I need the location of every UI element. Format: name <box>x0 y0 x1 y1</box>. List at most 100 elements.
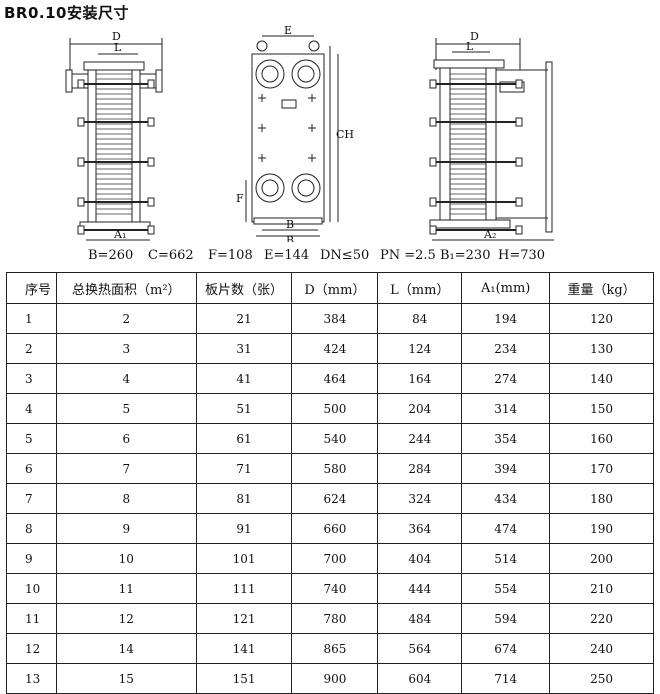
table-cell: 84 <box>377 303 463 334</box>
col-header: 重量（kg） <box>549 272 654 304</box>
param-b1: B₁=230 <box>440 248 491 263</box>
table-cell: 740 <box>291 573 379 604</box>
parameter-line: B=260 C=662 F=108 E=144 DN≤50 PN =2.5 B₁… <box>0 248 660 268</box>
table-cell: 120 <box>549 303 654 334</box>
table-cell: 3 <box>55 333 197 364</box>
table-cell: 444 <box>377 573 463 604</box>
param-e: E=144 <box>264 248 310 263</box>
table-cell: 190 <box>549 513 654 544</box>
table-cell: 31 <box>195 333 293 364</box>
dim-label-f: F <box>236 192 244 205</box>
page-title: BR0.10安装尺寸 <box>4 4 129 22</box>
table-cell: 700 <box>291 543 379 574</box>
table-cell: 151 <box>195 663 293 694</box>
right-side-view: D L A₂ <box>429 30 554 241</box>
table-cell: 714 <box>461 663 551 694</box>
table-cell: 274 <box>461 363 551 394</box>
table-cell: 12 <box>6 633 57 664</box>
table-cell: 204 <box>377 393 463 424</box>
table-cell: 424 <box>291 333 379 364</box>
table-cell: 41 <box>195 363 293 394</box>
table-cell: 624 <box>291 483 379 514</box>
dim-label-l-left: L <box>114 41 122 54</box>
table-cell: 240 <box>549 633 654 664</box>
table-cell: 150 <box>549 393 654 424</box>
installation-drawing: D L A₁ E <box>65 24 554 242</box>
table-cell: 164 <box>377 363 463 394</box>
table-cell: 14 <box>55 633 197 664</box>
table-cell: 354 <box>461 423 551 454</box>
col-header: 序号 <box>6 272 57 304</box>
table-cell: 51 <box>195 393 293 424</box>
table-cell: 194 <box>461 303 551 334</box>
table-cell: 11 <box>55 573 197 604</box>
table-cell: 15 <box>55 663 197 694</box>
table-cell: 394 <box>461 453 551 484</box>
table-cell: 21 <box>195 303 293 334</box>
table-cell: 434 <box>461 483 551 514</box>
table-cell: 364 <box>377 513 463 544</box>
param-pn: PN =2.5 <box>380 248 436 263</box>
col-header: D（mm） <box>291 272 379 304</box>
dim-label-a2: A₂ <box>483 228 496 241</box>
table-cell: 7 <box>6 483 57 514</box>
table-cell: 170 <box>549 453 654 484</box>
table-cell: 324 <box>377 483 463 514</box>
param-b: B=260 <box>88 248 134 263</box>
table-cell: 160 <box>549 423 654 454</box>
table-cell: 284 <box>377 453 463 484</box>
dim-label-b: B <box>286 218 294 231</box>
table-cell: 474 <box>461 513 551 544</box>
table-cell: 130 <box>549 333 654 364</box>
table-cell: 4 <box>6 393 57 424</box>
table-cell: 4 <box>55 363 197 394</box>
spec-table: 序号 总换热面积（m²） 板片数（张） D（mm） L（mm） A₁(mm) 重… <box>6 272 654 694</box>
table-cell: 2 <box>6 333 57 364</box>
table-cell: 12 <box>55 603 197 634</box>
table-cell: 514 <box>461 543 551 574</box>
param-f: F=108 <box>208 248 253 263</box>
dim-label-ch: CH <box>336 128 354 141</box>
table-cell: 61 <box>195 423 293 454</box>
table-cell: 384 <box>291 303 379 334</box>
table-cell: 5 <box>6 423 57 454</box>
table-cell: 10 <box>55 543 197 574</box>
table-cell: 250 <box>549 663 654 694</box>
left-side-view: D L A₁ <box>65 30 163 241</box>
table-cell: 81 <box>195 483 293 514</box>
table-cell: 780 <box>291 603 379 634</box>
table-cell: 9 <box>6 543 57 574</box>
table-cell: 220 <box>549 603 654 634</box>
dim-label-d-left: D <box>112 30 121 43</box>
dim-label-e: E <box>284 24 292 37</box>
table-cell: 71 <box>195 453 293 484</box>
table-cell: 314 <box>461 393 551 424</box>
table-cell: 244 <box>377 423 463 454</box>
table-cell: 464 <box>291 363 379 394</box>
table-cell: 8 <box>6 513 57 544</box>
table-cell: 101 <box>195 543 293 574</box>
table-cell: 500 <box>291 393 379 424</box>
dim-label-d-right: D <box>470 30 479 43</box>
table-cell: 7 <box>55 453 197 484</box>
table-cell: 604 <box>377 663 463 694</box>
front-view: E CH F B B <box>236 24 354 242</box>
table-cell: 900 <box>291 663 379 694</box>
table-cell: 8 <box>55 483 197 514</box>
dim-label-b2: B <box>286 234 294 242</box>
dim-label-l-right: L <box>466 40 474 53</box>
table-header-row: 序号 总换热面积（m²） 板片数（张） D（mm） L（mm） A₁(mm) 重… <box>6 272 654 304</box>
table-cell: 5 <box>55 393 197 424</box>
table-cell: 121 <box>195 603 293 634</box>
table-cell: 2 <box>55 303 197 334</box>
